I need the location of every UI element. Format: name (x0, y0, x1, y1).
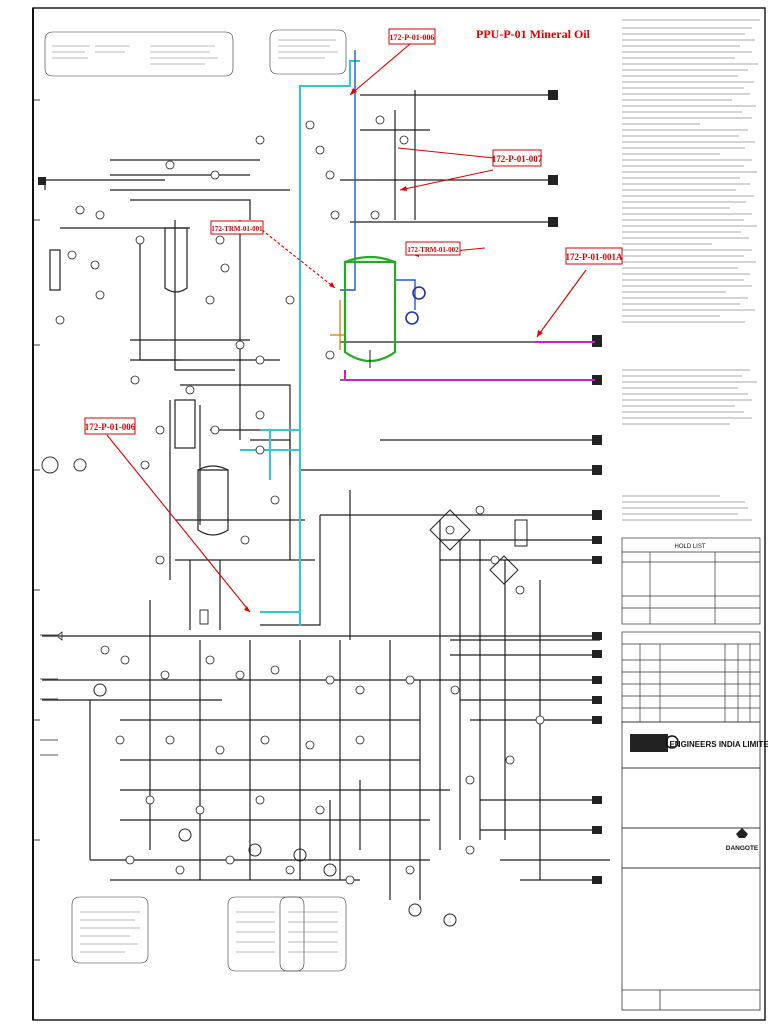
notes-block (622, 19, 760, 521)
pump-symbol (412, 286, 426, 300)
ppu-title: PPU-P-01 Mineral Oil (476, 27, 591, 41)
pump-datasheet-boxes (71, 896, 347, 972)
equipment-data-boxes (44, 29, 347, 77)
callout-box-p001a: 172-P-01-001A (565, 247, 623, 265)
process-lines (42, 90, 610, 900)
mineral-oil-vessel (343, 255, 397, 368)
callout-arrowheads (244, 88, 543, 612)
process-vessels (49, 227, 229, 536)
callout-box-p007: 172-P-01-007 (492, 149, 543, 167)
utility-lines (330, 50, 416, 350)
hold-list-heading: HOLD LIST (674, 544, 705, 550)
callout-leaders (106, 43, 587, 613)
offpage-connectors-left (40, 631, 63, 756)
callout-p001a: 172-P-01-001A (566, 252, 623, 262)
callout-box-trm002: 172-TRM-01-002 (405, 241, 461, 256)
instrument-bubbles (55, 115, 545, 885)
title-block (621, 721, 761, 1011)
dangote-logo: DANGOTE (726, 828, 759, 852)
revision-table (621, 631, 761, 723)
callout-box-p006-left: 172-P-01-006 (84, 417, 136, 435)
company-name: ENGINEERS INDIA LIMITED (669, 740, 768, 749)
callout-trm001: 172-TRM-01-001 (211, 225, 263, 233)
pump-symbol (405, 311, 419, 325)
cyan-process-line (240, 60, 360, 626)
callout-p007: 172-P-01-007 (492, 154, 543, 164)
callout-p006-left: 172-P-01-006 (85, 422, 136, 432)
hold-list-table (621, 537, 761, 625)
exchangers (429, 509, 528, 585)
magenta-process-line (344, 341, 595, 381)
filter-tanks (41, 456, 209, 625)
offpage-connectors (38, 90, 602, 884)
eil-logo (630, 734, 679, 752)
pump-symbols (93, 683, 457, 927)
callout-box-trm001: 172-TRM-01-001 (210, 220, 264, 235)
callout-box-p006-top: 172-P-01-006 (388, 28, 436, 45)
callout-p006-top: 172-P-01-006 (390, 33, 435, 42)
callout-trm002: 172-TRM-01-002 (407, 246, 459, 254)
client-logo-text: DANGOTE (726, 845, 759, 852)
